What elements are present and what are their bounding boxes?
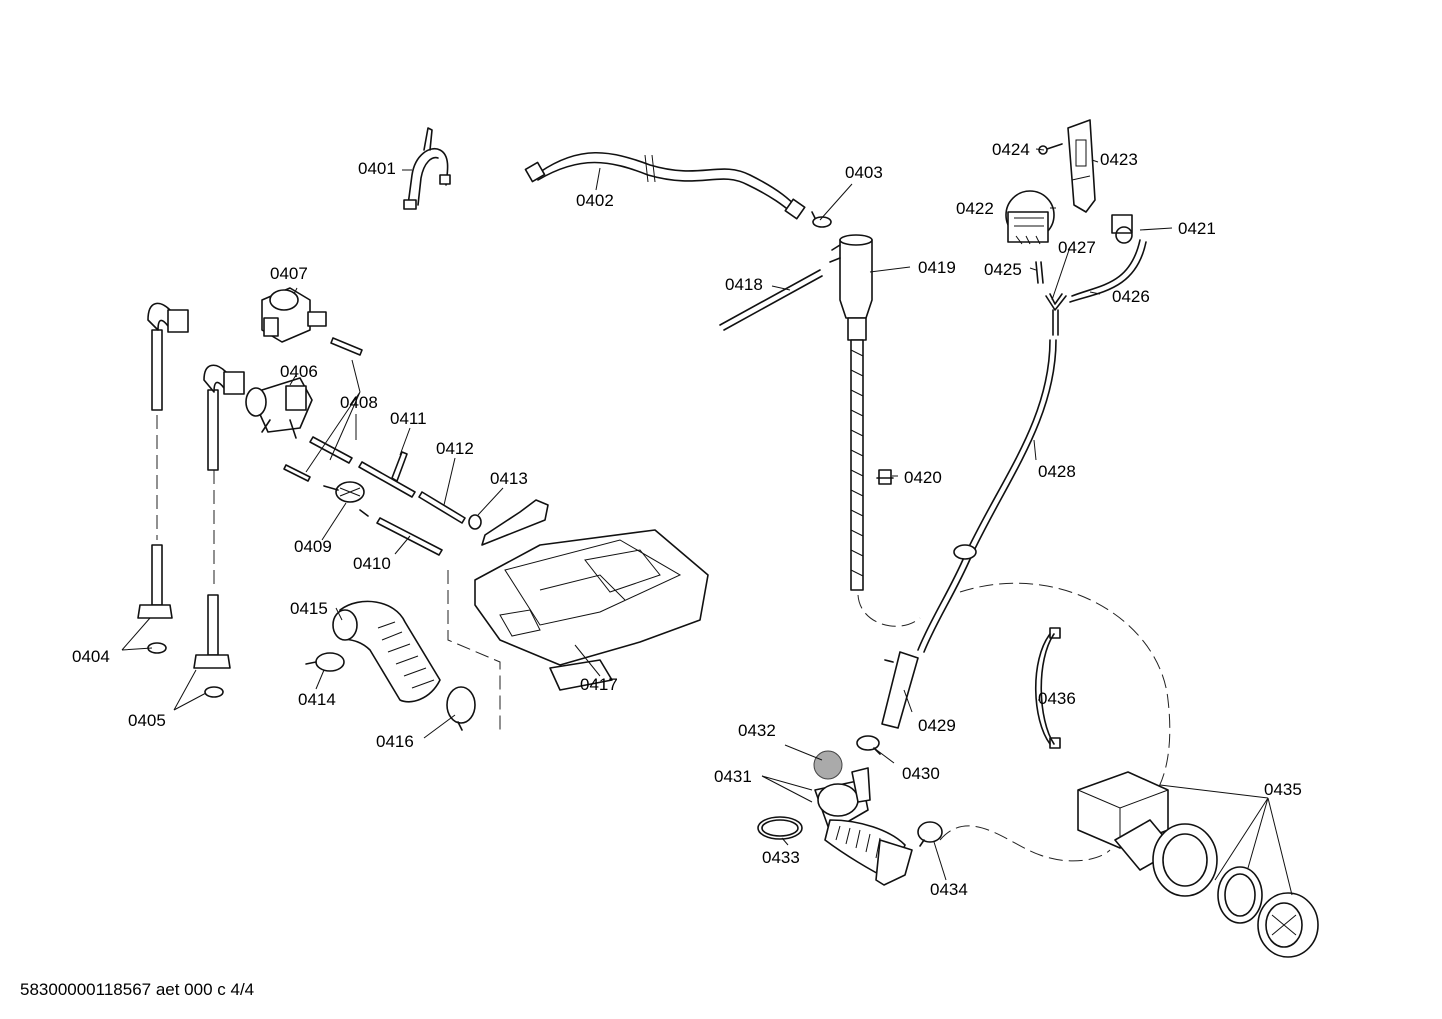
- part-0401-hose-holder: [403, 127, 451, 210]
- part-0406-valve: [245, 377, 313, 439]
- label-0423: 0423: [1100, 150, 1138, 169]
- label-0428: 0428: [1038, 462, 1076, 481]
- label-0412: 0412: [436, 439, 474, 458]
- part-0424-screw: [1038, 143, 1063, 155]
- label-0432: 0432: [738, 721, 776, 740]
- label-0401: 0401: [358, 159, 396, 178]
- label-0417: 0417: [580, 675, 618, 694]
- label-0405: 0405: [128, 711, 166, 730]
- label-0424: 0424: [992, 140, 1030, 159]
- label-0410: 0410: [353, 554, 391, 573]
- part-0430-clamp: [856, 735, 881, 755]
- part-0414-clamp: [305, 652, 345, 672]
- part-0435-drain-pump: [1077, 771, 1319, 958]
- part-0411-y-tube: [358, 451, 416, 498]
- label-0430: 0430: [902, 764, 940, 783]
- leader-lines: [121, 148, 1293, 896]
- part-0407-valve: [261, 287, 327, 343]
- label-0419: 0419: [918, 258, 956, 277]
- part-0421-connector: [1111, 214, 1133, 244]
- label-0409: 0409: [294, 537, 332, 556]
- label-0404: 0404: [72, 647, 110, 666]
- label-0402: 0402: [576, 191, 614, 210]
- label-0429: 0429: [918, 716, 956, 735]
- label-0433: 0433: [762, 848, 800, 867]
- part-0427-y-piece: [1045, 293, 1067, 336]
- label-0435: 0435: [1264, 780, 1302, 799]
- label-0418: 0418: [725, 275, 763, 294]
- part-0431-drain-hose: [814, 767, 913, 886]
- part-0428-hose: [917, 339, 1057, 653]
- label-0420: 0420: [904, 468, 942, 487]
- label-0426: 0426: [1112, 287, 1150, 306]
- part-0404-inlet-hose: [137, 302, 189, 654]
- label-0434: 0434: [930, 880, 968, 899]
- label-0415: 0415: [290, 599, 328, 618]
- part-0419-air-trap: [829, 234, 873, 591]
- part-0432-float-ball: [813, 750, 843, 780]
- label-0403: 0403: [845, 163, 883, 182]
- label-0425: 0425: [984, 260, 1022, 279]
- label-0411: 0411: [390, 409, 427, 428]
- label-0413: 0413: [490, 469, 528, 488]
- part-0409-connector: [323, 481, 369, 517]
- label-0408: 0408: [340, 393, 378, 412]
- drawing-reference-number: 58300000118567 aet 000 c 4/4: [20, 980, 255, 999]
- part-labels: 0401 0402 0403 0404 0405 0406 0407 0408 …: [72, 140, 1302, 899]
- part-0416-clamp: [446, 686, 476, 731]
- label-0414: 0414: [298, 690, 336, 709]
- label-0407: 0407: [270, 264, 308, 283]
- part-0402-hose: [524, 151, 806, 220]
- part-0417-dispenser-housing: [474, 499, 709, 691]
- part-0405-inlet-hose: [193, 364, 245, 698]
- part-0429-pressure-tube: [881, 651, 919, 729]
- label-0436: 0436: [1038, 689, 1076, 708]
- part-0418-rod: [719, 269, 823, 331]
- part-0434-clamp: [917, 821, 943, 847]
- part-0425-tube: [1035, 261, 1044, 284]
- part-0408-tubes: [283, 337, 363, 482]
- dashed-routing-lines: [156, 415, 1171, 862]
- part-0436-cable: [1034, 627, 1061, 749]
- part-0422-pressure-switch: [1005, 190, 1055, 245]
- part-0403-clamp: [811, 211, 832, 228]
- part-0420-clip: [876, 469, 894, 485]
- part-0412-tube: [418, 491, 466, 524]
- label-0406: 0406: [280, 362, 318, 381]
- label-0431: 0431: [714, 767, 752, 786]
- part-0413-clamp: [468, 514, 482, 530]
- part-0415-bellows-hose: [332, 600, 441, 703]
- part-0433-clamp: [757, 816, 803, 840]
- label-0427: 0427: [1058, 238, 1096, 257]
- part-0426-hose: [1069, 239, 1147, 303]
- label-0416: 0416: [376, 732, 414, 751]
- label-0421: 0421: [1178, 219, 1216, 238]
- label-0422: 0422: [956, 199, 994, 218]
- part-0423-bracket: [1067, 119, 1096, 213]
